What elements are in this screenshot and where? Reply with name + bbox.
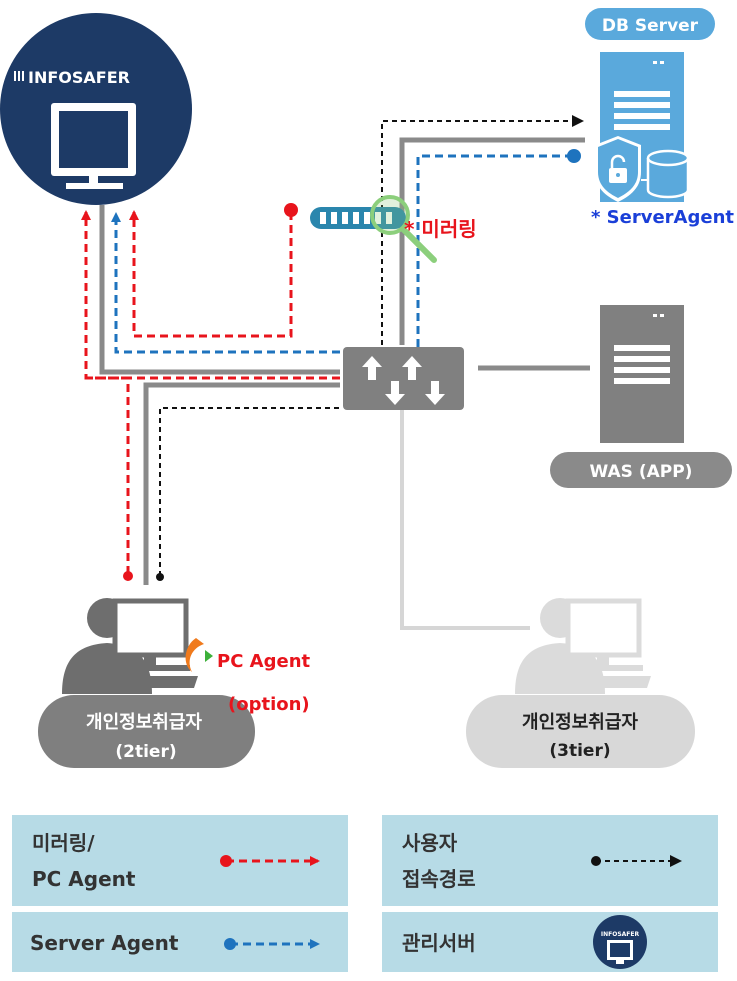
legend-manager-logo-text: INFOSAFER: [601, 931, 640, 938]
was-label: WAS (APP): [590, 462, 693, 482]
lock-shield-icon: [595, 136, 641, 202]
monitor-icon: [51, 103, 136, 189]
mirroring-label: * 미러링: [404, 217, 477, 241]
legend-user-dot: [591, 856, 601, 866]
legend-server-agent-box: [12, 912, 348, 972]
user-2tier-label-1: 개인정보취급자: [86, 712, 202, 733]
pc-agent-label-1: PC Agent: [217, 651, 311, 672]
was-server-icon[interactable]: [600, 305, 684, 443]
legend-user-box: [382, 815, 718, 906]
user-path-dot: [156, 573, 164, 581]
3tier-line: [400, 410, 530, 630]
user-2tier-icon[interactable]: [62, 598, 198, 694]
database-icon: [641, 149, 690, 199]
mirror-tap-icon: [310, 207, 406, 229]
user-3tier-label-1: 개인정보취급자: [522, 712, 638, 733]
legend-manager-label: 관리서버: [402, 931, 476, 955]
infosafer-logo-text: INFOSAFER: [28, 68, 130, 87]
legend-user-label-1: 사용자: [402, 831, 458, 855]
mirror-dot-tap: [284, 203, 298, 217]
mirror-paths: [81, 210, 340, 574]
magnifier-icon: [370, 195, 437, 263]
legend-server-agent-dot: [224, 938, 236, 950]
mirror-dot-pc: [123, 571, 133, 581]
user-2tier-badge: [38, 695, 255, 768]
server-agent-label: * ServerAgent: [591, 207, 734, 228]
user-3tier-label-2: (3tier): [549, 741, 610, 761]
user-path: [159, 115, 584, 576]
db-server-label: DB Server: [602, 16, 699, 36]
legend-infosafer-icon: INFOSAFER: [593, 915, 647, 969]
user-3tier-icon[interactable]: [515, 598, 651, 694]
legend: 미러링/ PC Agent Server Agent 사용자 접속경로 관리서버…: [12, 815, 718, 972]
user-2tier-label-2: (2tier): [115, 742, 176, 762]
pc-agent-icon: [185, 638, 213, 672]
user-3tier-badge: [466, 695, 695, 768]
legend-mirror-label-1: 미러링/: [32, 831, 95, 855]
was-badge: [550, 452, 732, 488]
network-switch-icon[interactable]: [343, 347, 464, 410]
legend-mirror-dot: [220, 855, 232, 867]
legend-manager-box: [382, 912, 718, 972]
infosafer-manager[interactable]: INFOSAFER: [0, 13, 192, 205]
legend-server-agent-label: Server Agent: [30, 931, 179, 955]
legend-user-label-2: 접속경로: [402, 867, 476, 891]
legend-mirror-label-2: PC Agent: [32, 867, 136, 891]
db-server-badge: [585, 8, 715, 40]
server-agent-dot: [567, 149, 581, 163]
infosafer-logo-icon: [14, 71, 24, 81]
server-agent-path: [111, 154, 573, 354]
pc-agent-label-2: (option): [228, 694, 310, 715]
network-lines: [99, 137, 590, 585]
